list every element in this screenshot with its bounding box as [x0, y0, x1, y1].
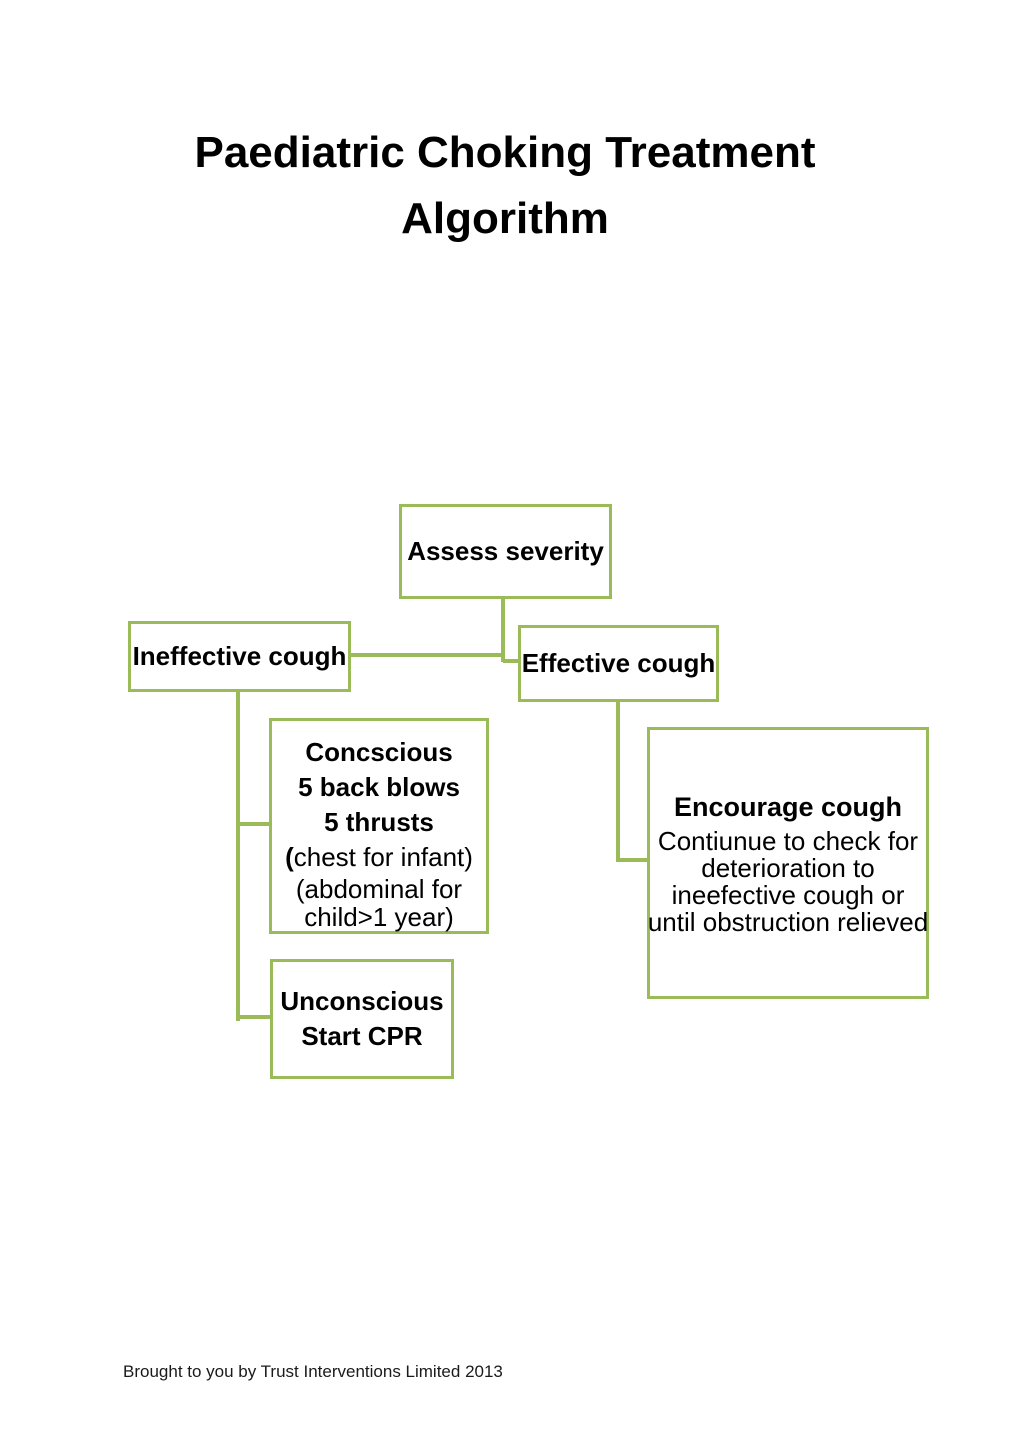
- ineffective-cough-label: Ineffective cough: [132, 641, 347, 671]
- connector-assess-down: [501, 598, 505, 662]
- unconscious-line1: Unconscious: [280, 986, 444, 1016]
- assess-severity-label: Assess severity: [407, 536, 604, 566]
- connector-split-horizontal: [350, 653, 503, 657]
- footer-credit: Brought to you by Trust Interventions Li…: [123, 1362, 503, 1381]
- conscious-line1: Concscious: [305, 737, 453, 767]
- encourage-line3: deterioration to: [701, 853, 875, 883]
- connector-encourage-elbow: [616, 858, 648, 862]
- encourage-line2: Contiunue to check for: [657, 826, 919, 856]
- unconscious-box: Unconscious Start CPR: [270, 959, 454, 1079]
- connector-effective-stub: [503, 659, 519, 663]
- connector-conscious-elbow: [236, 822, 270, 826]
- assess-severity-box: Assess severity: [399, 504, 612, 599]
- ineffective-cough-box: Ineffective cough: [128, 621, 351, 692]
- page-title: Paediatric Choking Treatment Algorithm: [0, 120, 1010, 252]
- connector-unconscious-elbow: [236, 1015, 271, 1019]
- conscious-line2: 5 back blows: [298, 772, 460, 802]
- encourage-line1: Encourage cough: [673, 792, 903, 822]
- connector-ineffective-down: [236, 691, 240, 1021]
- conscious-line4-rest: chest for infant): [293, 842, 473, 872]
- page-title-line1: Paediatric Choking Treatment: [194, 128, 816, 177]
- encourage-line5: until obstruction relieved: [647, 907, 929, 937]
- conscious-line4-paren: (: [285, 842, 294, 872]
- unconscious-line2: Start CPR: [301, 1021, 423, 1051]
- encourage-line4: ineefective cough or: [671, 880, 905, 910]
- effective-cough-label: Effective cough: [521, 648, 716, 678]
- conscious-line5: (abdominal for: [295, 874, 463, 904]
- encourage-cough-box: Encourage cough Contiunue to check for d…: [647, 727, 929, 999]
- page-title-line2: Algorithm: [401, 194, 609, 243]
- connector-effective-down: [616, 701, 620, 862]
- conscious-line4: (chest for infant): [285, 840, 473, 875]
- effective-cough-box: Effective cough: [518, 625, 719, 702]
- conscious-box: Concscious 5 back blows 5 thrusts (chest…: [269, 718, 489, 934]
- conscious-line6: child>1 year): [304, 902, 454, 932]
- conscious-line3: 5 thrusts: [324, 807, 434, 837]
